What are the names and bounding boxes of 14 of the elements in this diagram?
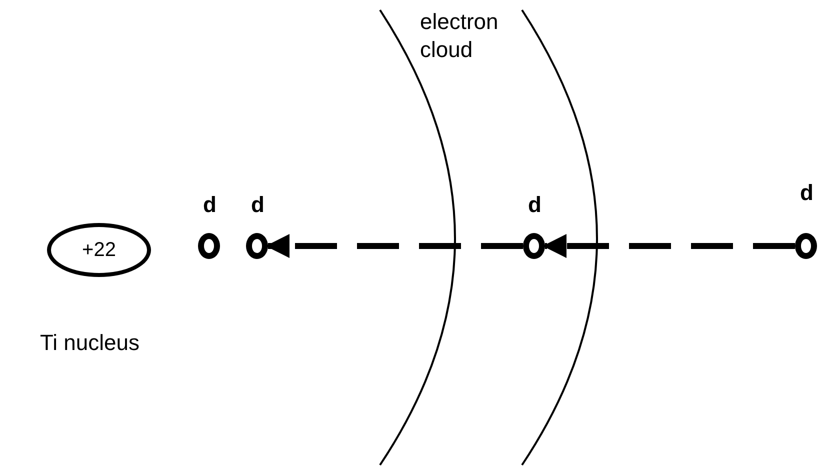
arrow — [542, 234, 795, 258]
particle-label: d — [251, 192, 264, 218]
arrow — [266, 234, 523, 258]
nucleus-caption: Ti nucleus — [40, 330, 140, 356]
deuteron-circle — [246, 233, 268, 259]
particle-label: d — [528, 192, 542, 218]
deuteron-circle — [198, 233, 220, 259]
charge-label: +22 — [82, 238, 116, 262]
deuteron-circle — [523, 233, 545, 259]
region-label: electron cloud — [420, 8, 500, 64]
deuteron-circle — [795, 233, 817, 259]
particle-label: d — [800, 180, 814, 206]
particle-label: d — [203, 192, 216, 218]
nucleus-ellipse — [47, 223, 151, 277]
